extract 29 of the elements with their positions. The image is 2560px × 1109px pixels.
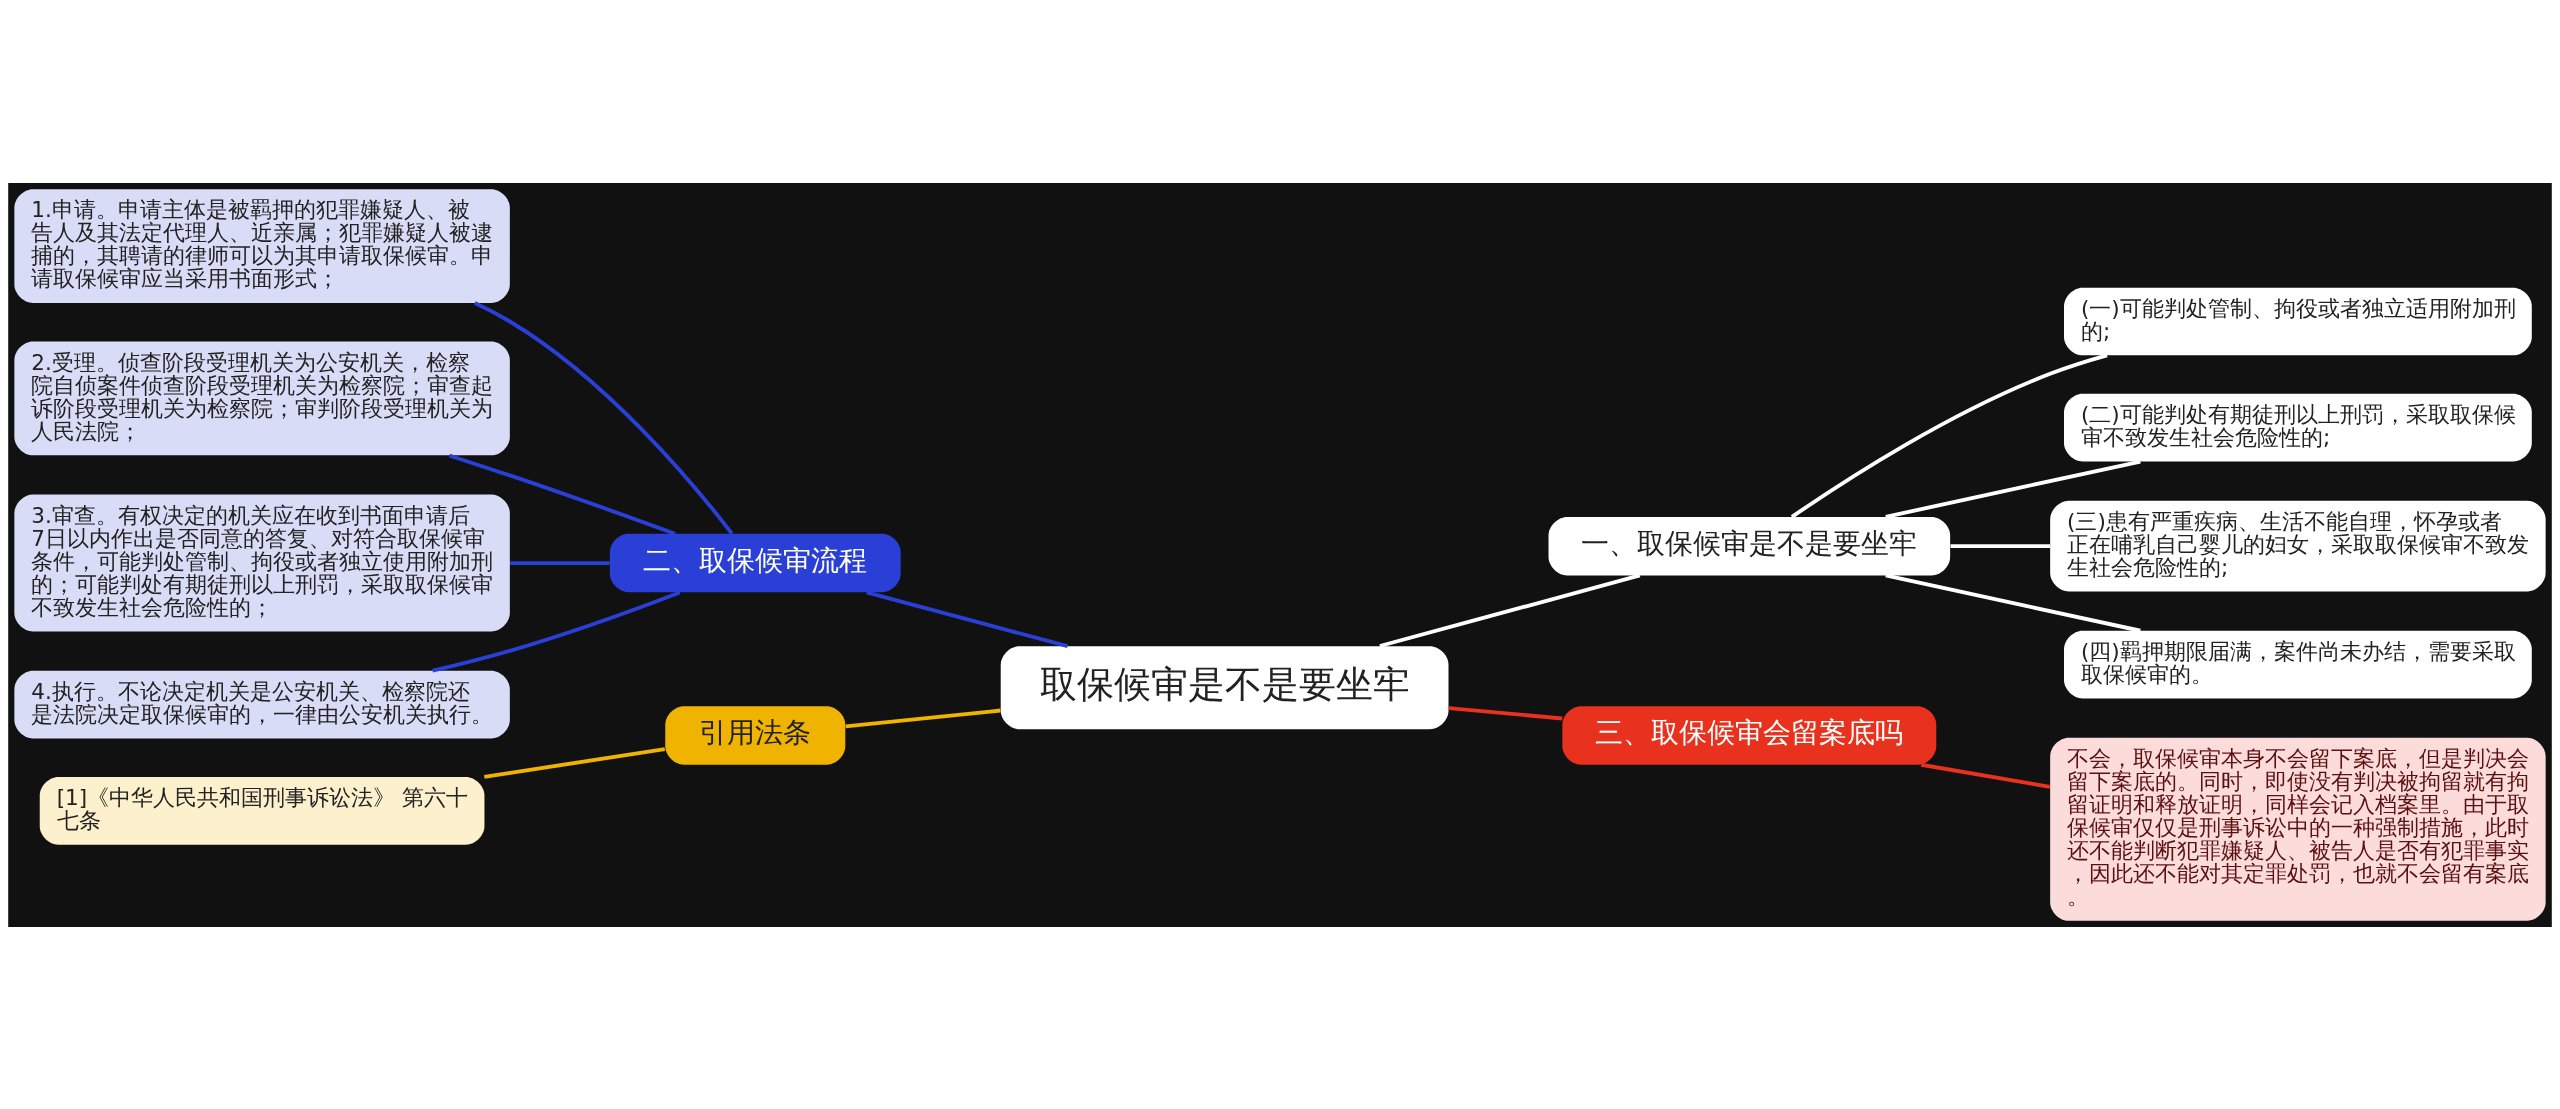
- connector: [1920, 762, 2051, 789]
- node-box: 引用法条: [665, 705, 846, 765]
- node-box: 一、取保候审是不是要坐牢: [1548, 516, 1951, 575]
- connector: [866, 590, 1069, 648]
- node-box: 二、取保候审流程: [609, 533, 901, 592]
- node-box: (三)患有严重疾病、生活不能自理，怀孕或者正在哺乳自己婴儿的妇女，采取取保候审不致发生社会危险性的;: [2050, 500, 2546, 592]
- connector: [1379, 573, 1641, 648]
- connector: [510, 560, 610, 565]
- node-box: 3.审查。有权决定的机关应在收到书面申请后7日以内作出是否同意的答复、对符合取保候审条件，可能判处管制、拘役或者独立使用附加刑的；可能判处有期徒刑以上刑罚，采取取保候审不致发生社会危险性的；: [14, 494, 510, 632]
- node-box: 取保候审是不是要坐牢: [1000, 645, 1449, 729]
- node-box: [1]《中华人民共和国刑事诉讼法》 第六十七条: [39, 776, 485, 845]
- connector: [1790, 353, 2108, 518]
- node-box: (一)可能判处管制、拘役或者独立适用附加刑的;: [2064, 287, 2532, 355]
- connector: [432, 590, 681, 673]
- connector: [1885, 573, 2141, 633]
- connector: [484, 746, 666, 779]
- connector: [845, 708, 1001, 728]
- node-box: (二)可能判处有期徒刑以上刑罚，采取取保候审不致发生社会危险性的;: [2064, 393, 2532, 461]
- connector: [1448, 705, 1563, 720]
- node-box: 1.申请。申请主体是被羁押的犯罪嫌疑人、被告人及其法定代理人、近亲属；犯罪嫌疑人被逮捕的，其聘请的律师可以为其申请取保候审。申请取保候审应当采用书面形式；: [14, 188, 510, 303]
- node-box: (四)羁押期限届满，案件尚未办结，需要采取取保候审的。: [2064, 630, 2532, 698]
- connector: [448, 453, 676, 536]
- node-box: 三、取保候审会留案底吗: [1562, 705, 1937, 765]
- connector: [1950, 543, 2051, 548]
- node-box: 不会，取保候审本身不会留下案底，但是判决会留下案底的。同时，即使没有判决被拘留就有拘留证明和释放证明，同样会记入档案里。由于取保候审仅仅是刑事诉讼中的一种强制措施，此时还不能判断犯罪嫌疑人、被告人是否有犯罪事实，因此还不能对其定罪处罚，也就不会留有案底。: [2050, 737, 2546, 921]
- connector: [474, 300, 734, 535]
- node-box: 4.执行。不论决定机关是公安机关、检察院还是法院决定取保候审的，一律由公安机关执行。: [14, 670, 510, 738]
- connector: [1885, 459, 2141, 519]
- node-box: 2.受理。侦查阶段受理机关为公安机关，检察院自侦案件侦查阶段受理机关为检察院；审查起诉阶段受理机关为检察院；审判阶段受理机关为人民法院；: [14, 341, 510, 455]
